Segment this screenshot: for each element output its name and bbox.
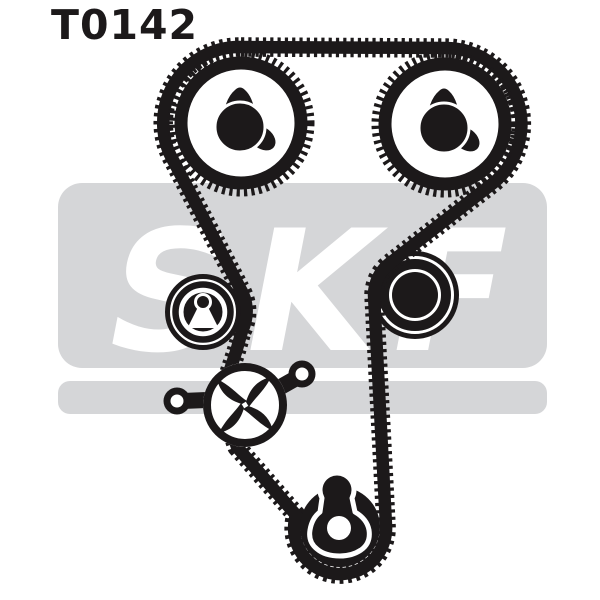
- water-pump-housing: [203, 363, 287, 447]
- water-pump: [163, 360, 316, 447]
- impeller-blade: [246, 377, 271, 407]
- tensioner-adjuster-icon: [188, 303, 218, 328]
- impeller-blade: [243, 406, 273, 431]
- tensioner-outer-ring: [165, 274, 241, 350]
- bottom-tensioner-lug: [321, 471, 353, 513]
- idler-mid-ring: [379, 259, 451, 331]
- water-pump-bolt-hole-left: [170, 394, 184, 408]
- sprocket-left-rim: [174, 56, 308, 190]
- part-code-label: T0142: [51, 1, 198, 49]
- idler-pulley: [371, 251, 459, 339]
- tensioner-pivot-icon: [194, 293, 212, 311]
- sprocket-right-hub: [417, 101, 471, 155]
- tensioner-pulley: [165, 274, 241, 350]
- bottom-tensioner-outline: [307, 470, 372, 559]
- crankshaft-tensioner: [300, 470, 380, 567]
- brand-logo-text: SKF: [90, 194, 542, 389]
- sprocket-left-teeth: [167, 49, 315, 197]
- brand-logo: SKF: [90, 194, 542, 389]
- water-pump-bolt-hole-right: [295, 367, 309, 381]
- sprocket-left-hub: [213, 100, 267, 154]
- timing-belt-body: [156, 40, 528, 581]
- tensioner-mid-ring: [172, 281, 234, 343]
- camshaft-sprocket-left: [167, 49, 315, 197]
- sprocket-right-teeth: [371, 50, 519, 198]
- impeller-blade: [219, 403, 244, 433]
- timing-belt: [153, 37, 532, 584]
- impeller-blade: [217, 379, 247, 404]
- idler-hub: [392, 272, 438, 318]
- bottom-tensioner-bolt-hole: [327, 516, 351, 540]
- camshaft-sprocket-right: [371, 50, 519, 198]
- water-pump-impeller: [217, 377, 273, 433]
- sprocket-right-rim: [378, 57, 512, 191]
